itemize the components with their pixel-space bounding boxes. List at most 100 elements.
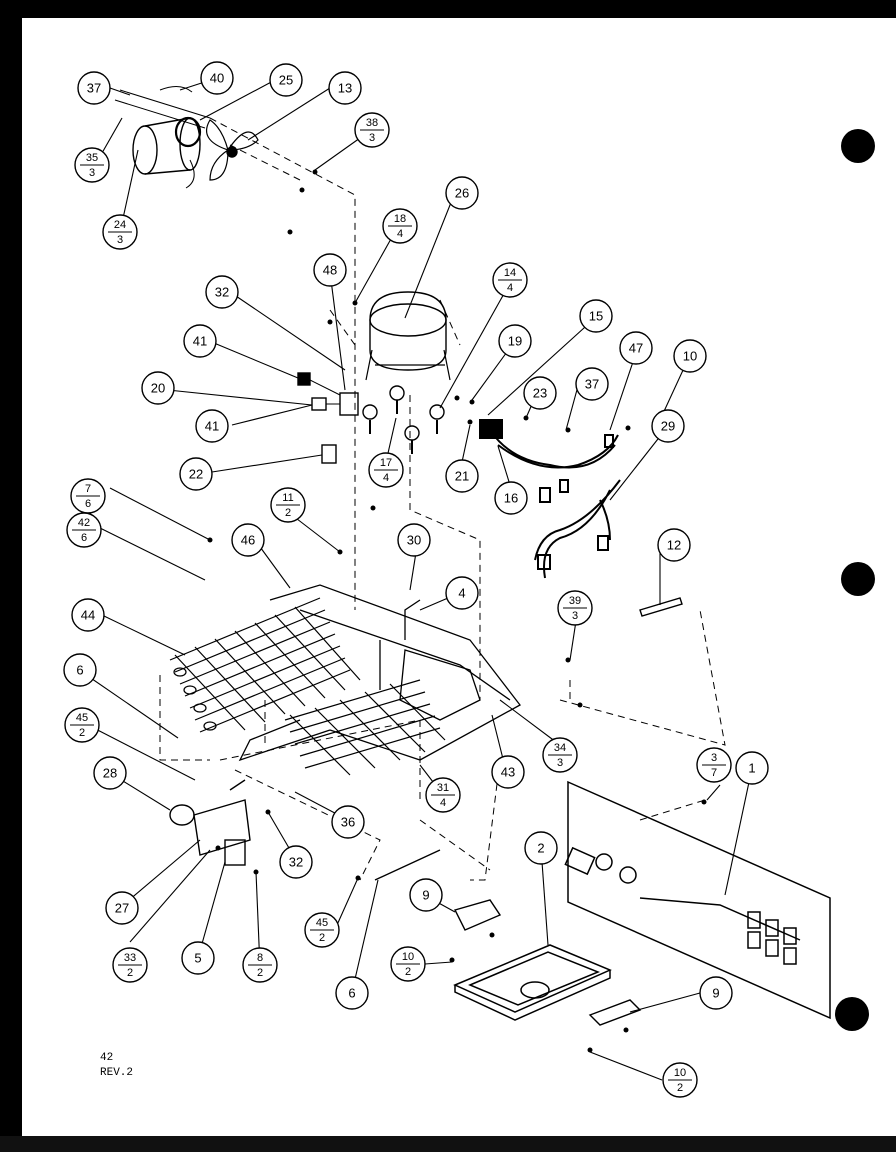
revision-label: REV.2: [100, 1067, 133, 1079]
svg-text:23: 23: [533, 386, 547, 401]
callout-28: 28: [93, 756, 127, 790]
svg-text:15: 15: [589, 309, 603, 324]
drain-pan: [453, 944, 612, 1021]
svg-text:9: 9: [712, 986, 719, 1001]
callout-6: 6: [63, 653, 97, 687]
callout-9: 9: [409, 878, 443, 912]
svg-text:2: 2: [677, 1082, 683, 1094]
callout-33-2: 332: [112, 947, 148, 983]
evaporator-coil-lower: [284, 679, 446, 776]
drain-hardware: [374, 849, 642, 1026]
svg-text:27: 27: [115, 901, 129, 916]
callout-44: 44: [71, 598, 105, 632]
binder-hole-middle: [841, 562, 875, 596]
callout-10-2: 102: [390, 946, 426, 982]
svg-text:6: 6: [348, 986, 355, 1001]
svg-text:3: 3: [89, 167, 95, 179]
callout-10-2b: 102: [662, 1062, 698, 1098]
callout-22: 22: [179, 457, 213, 491]
callout-21: 21: [445, 459, 479, 493]
svg-text:7: 7: [85, 483, 91, 495]
screws: [207, 169, 707, 1053]
svg-text:35: 35: [86, 152, 98, 164]
svg-text:14: 14: [504, 267, 516, 279]
svg-text:41: 41: [193, 334, 207, 349]
svg-text:45: 45: [316, 917, 328, 929]
svg-text:34: 34: [554, 742, 566, 754]
callout-4: 4: [445, 576, 479, 610]
svg-text:2: 2: [285, 507, 291, 519]
callout-37: 37: [77, 71, 111, 105]
svg-text:9: 9: [422, 888, 429, 903]
evaporator-coil-upper: [169, 597, 361, 733]
svg-text:16: 16: [504, 491, 518, 506]
svg-text:3: 3: [557, 757, 563, 769]
svg-text:39: 39: [569, 595, 581, 607]
callout-26: 26: [445, 176, 479, 210]
guide-lines: [159, 117, 726, 881]
svg-text:38: 38: [366, 117, 378, 129]
page-ref: 42: [100, 1052, 113, 1064]
svg-text:1: 1: [748, 761, 755, 776]
callout-23: 23: [523, 376, 557, 410]
callout-2: 2: [524, 831, 558, 865]
svg-text:2: 2: [79, 727, 85, 739]
callout-47: 47: [619, 331, 653, 365]
callout-11-2: 112: [270, 487, 306, 523]
defrost-heater-tube: [639, 597, 683, 617]
svg-text:19: 19: [508, 334, 522, 349]
callout-37b: 37: [575, 367, 609, 401]
callout-32: 32: [205, 275, 239, 309]
callout-13: 13: [328, 71, 362, 105]
callout-18-4: 184: [382, 208, 418, 244]
callout-36: 36: [331, 805, 365, 839]
svg-text:3: 3: [572, 610, 578, 622]
svg-text:3: 3: [117, 234, 123, 246]
svg-text:6: 6: [85, 498, 91, 510]
svg-text:45: 45: [76, 712, 88, 724]
svg-text:11: 11: [282, 492, 293, 504]
svg-text:4: 4: [397, 228, 403, 240]
callout-31-4: 314: [425, 777, 461, 813]
callout-16: 16: [494, 481, 528, 515]
svg-text:29: 29: [661, 419, 675, 434]
svg-text:2: 2: [537, 841, 544, 856]
callout-20: 20: [141, 371, 175, 405]
binder-hole-top: [841, 129, 875, 163]
callout-45-2b: 452: [304, 912, 340, 948]
svg-text:47: 47: [629, 341, 643, 356]
callout-17-4: 174: [368, 452, 404, 488]
svg-text:10: 10: [402, 951, 414, 963]
svg-text:24: 24: [114, 219, 126, 231]
callout-19: 19: [498, 324, 532, 358]
svg-text:10: 10: [674, 1067, 686, 1079]
svg-text:4: 4: [440, 797, 446, 809]
relay-parts: [297, 372, 359, 464]
callout-40: 40: [200, 61, 234, 95]
callout-38-3: 383: [354, 112, 390, 148]
paper-bottom-edge: [0, 1136, 896, 1152]
binder-hole-bottom: [835, 997, 869, 1031]
callout-24-3: 243: [102, 214, 138, 250]
callout-8-2: 82: [242, 947, 278, 983]
callout-32b: 32: [279, 845, 313, 879]
svg-text:3: 3: [711, 752, 717, 764]
svg-text:3: 3: [369, 132, 375, 144]
callout-35-3: 353: [74, 147, 110, 183]
svg-text:6: 6: [76, 663, 83, 678]
callout-27: 27: [105, 891, 139, 925]
callout-34-3: 343: [542, 737, 578, 773]
svg-text:41: 41: [205, 419, 219, 434]
svg-text:2: 2: [127, 967, 133, 979]
svg-text:10: 10: [683, 349, 697, 364]
callout-29: 29: [651, 409, 685, 443]
callout-41b: 41: [195, 409, 229, 443]
svg-text:32: 32: [289, 855, 303, 870]
callout-46: 46: [231, 523, 265, 557]
svg-text:46: 46: [241, 533, 255, 548]
wiring-harness: [479, 419, 621, 579]
svg-text:20: 20: [151, 381, 165, 396]
svg-text:2: 2: [405, 966, 411, 978]
svg-text:21: 21: [455, 469, 469, 484]
